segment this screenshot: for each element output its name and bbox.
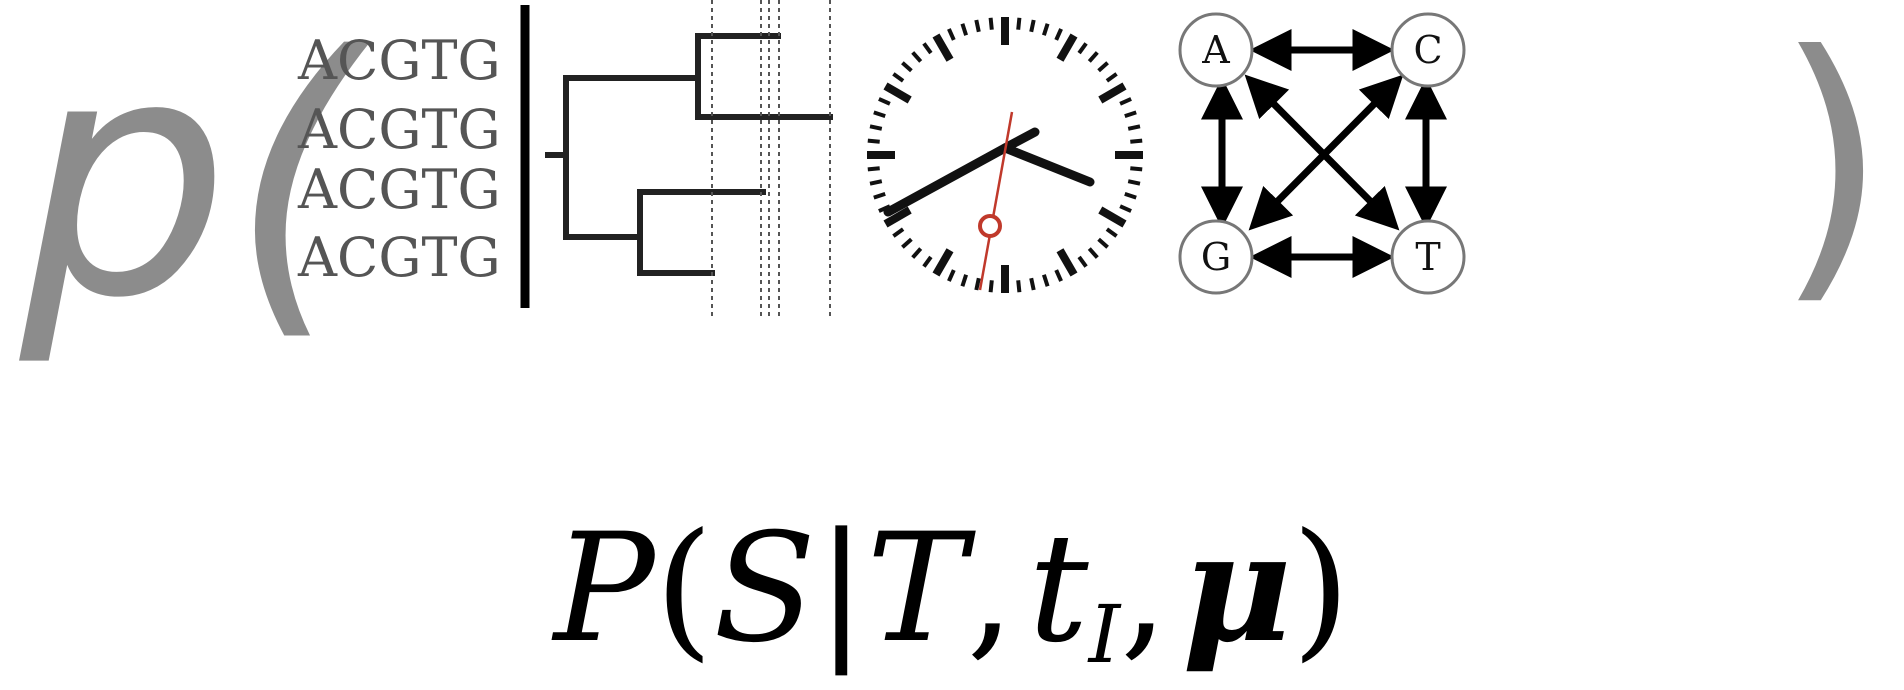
clock-minute-tick xyxy=(1029,19,1036,33)
clock-minute-tick xyxy=(1041,23,1050,36)
clock-minute-tick xyxy=(960,23,969,36)
clock-minute-tick xyxy=(988,17,994,30)
node-a-label: A xyxy=(1201,28,1230,72)
clock-minute-tick xyxy=(947,28,956,41)
clock-minute-tick xyxy=(1119,97,1132,106)
clock-minute-tick xyxy=(1054,269,1063,282)
formula-subscript: I xyxy=(1087,588,1122,681)
clock-minute-tick xyxy=(873,191,886,200)
clock-minute-tick xyxy=(1087,51,1099,63)
formula-mu: μ xyxy=(1182,500,1292,676)
clock-minute-tick xyxy=(1029,277,1036,291)
clock-minute-tick xyxy=(974,277,981,291)
clock-minute-hand xyxy=(883,143,1010,217)
formula-open-paren: ( xyxy=(655,502,714,676)
sequence-4: ACGTG xyxy=(297,226,501,289)
clock-minute-tick xyxy=(922,42,933,55)
clock-minute-tick xyxy=(873,110,886,119)
node-t-label: T xyxy=(1415,235,1440,279)
clock-minute-tick xyxy=(901,61,913,73)
sequence-1: ACGTG xyxy=(297,29,501,92)
node-t: T xyxy=(1390,219,1466,295)
clock-minute-tick xyxy=(911,247,923,259)
sequence-2: ACGTG xyxy=(297,98,501,161)
clock-minute-tick xyxy=(1127,179,1141,186)
formula-S: S xyxy=(713,502,816,676)
clock-minute-tick xyxy=(892,72,905,83)
node-g: G xyxy=(1178,219,1254,295)
clock-hour-tick xyxy=(883,206,912,228)
phylogenetic-tree xyxy=(545,33,833,276)
clock-minute-tick xyxy=(947,269,956,282)
clock-minute-tick xyxy=(901,237,913,249)
clock-hour-tick xyxy=(932,33,954,62)
clock-hour-tick xyxy=(932,248,954,277)
formula-comma-1: , xyxy=(967,502,1015,676)
clock-minute-tick xyxy=(1119,204,1132,213)
clock-hour-tick xyxy=(1056,248,1078,277)
svg-text:P(S|T,tI,μ): P(S|T,tI,μ) xyxy=(551,500,1350,681)
clock-minute-tick xyxy=(1130,166,1143,172)
clock-minute-tick xyxy=(922,255,933,268)
formula-bar: | xyxy=(816,502,867,676)
formula-P: P xyxy=(551,502,658,676)
edge-c-g xyxy=(1248,74,1404,231)
clock-minute-tick xyxy=(1124,191,1137,200)
clock-minute-tick xyxy=(1016,17,1022,30)
clock-minute-tick xyxy=(1097,61,1109,73)
clock-minute-tick xyxy=(1097,237,1109,249)
tip-date-guides xyxy=(711,0,831,318)
clock-hour-hand xyxy=(1000,143,1095,187)
clock-minute-tick xyxy=(1016,280,1022,293)
formula: P(S|T,tI,μ) xyxy=(551,500,1350,681)
clock-hour-tick xyxy=(883,82,912,104)
node-a: A xyxy=(1178,12,1254,88)
node-c: C xyxy=(1390,12,1466,88)
clock-minute-tick xyxy=(1124,110,1137,119)
clock-minute-tick xyxy=(1087,247,1099,259)
clock-minute-tick xyxy=(1105,72,1118,83)
clock-minute-tick xyxy=(1127,124,1141,131)
clock-minute-tick xyxy=(1077,42,1088,55)
clock-minute-tick xyxy=(911,51,923,63)
clock-minute-tick xyxy=(892,227,905,238)
clock-minute-hand-tail xyxy=(1000,127,1040,153)
clock-hour-tick xyxy=(1098,206,1127,228)
clock-minute-tick xyxy=(974,19,981,33)
sequence-alignment: ACGTG ACGTG ACGTG ACGTG xyxy=(297,29,501,289)
formula-T: T xyxy=(867,502,977,676)
clock-hour-tick xyxy=(1056,33,1078,62)
substitution-model-graph: A C G T xyxy=(1178,12,1466,295)
clock-minute-tick xyxy=(869,124,883,131)
clock-minute-tick xyxy=(867,166,880,172)
clock-minute-tick xyxy=(869,179,883,186)
closing-paren: ) xyxy=(1775,0,1888,331)
clock-hour-tick xyxy=(1098,82,1127,104)
formula-close-paren: ) xyxy=(1292,502,1351,676)
clock-minute-tick xyxy=(988,280,994,293)
clock-minute-tick xyxy=(1077,255,1088,268)
clock-minute-tick xyxy=(867,138,880,144)
clock-minute-tick xyxy=(1105,227,1118,238)
sequence-3: ACGTG xyxy=(297,158,501,221)
clock-minute-tick xyxy=(1054,28,1063,41)
clock-minute-tick xyxy=(878,97,891,106)
clock-minute-tick xyxy=(1130,138,1143,144)
node-g-label: G xyxy=(1201,235,1231,279)
molecular-clock-icon xyxy=(867,17,1143,293)
clock-second-hand-dot xyxy=(978,214,1002,238)
clock-minute-tick xyxy=(1041,274,1050,287)
node-c-label: C xyxy=(1413,28,1442,72)
formula-comma-2: , xyxy=(1120,502,1168,676)
formula-t: t xyxy=(1028,502,1089,676)
clock-minute-tick xyxy=(960,274,969,287)
probability-symbol: p( xyxy=(15,0,374,370)
clock-second-hand xyxy=(978,111,1014,291)
